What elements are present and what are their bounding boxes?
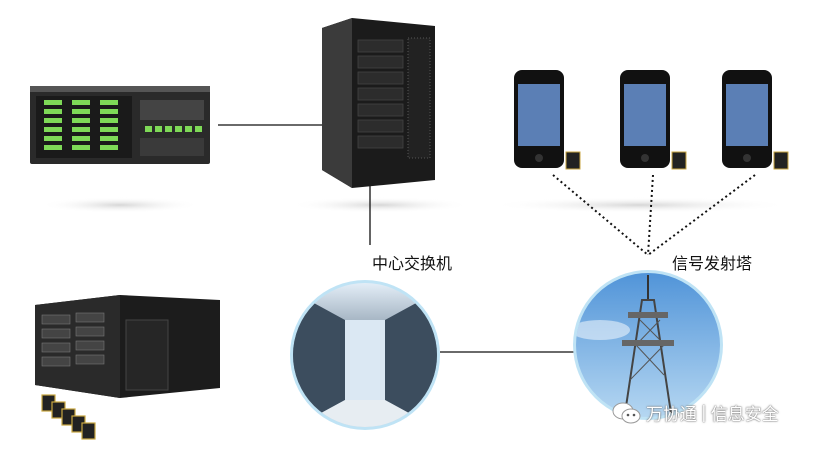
phone-2 xyxy=(620,70,687,170)
watermark-brand: 万协通 xyxy=(646,405,697,425)
phone-1 xyxy=(514,70,581,170)
phone-3 xyxy=(722,70,789,170)
rack-server xyxy=(30,86,210,164)
mobile-phones xyxy=(514,70,789,170)
shadow xyxy=(490,197,790,213)
wechat-icon xyxy=(612,401,642,425)
wireless-links xyxy=(552,174,756,256)
label-central-switch: 中心交换机 xyxy=(372,254,453,273)
watermark-tagline: 信息安全 xyxy=(710,405,779,425)
signal-tower-image xyxy=(573,270,723,420)
sd-cards xyxy=(41,394,96,440)
storage-server xyxy=(35,295,220,440)
label-signal-tower: 信号发射塔 xyxy=(672,254,753,273)
watermark-separator: | xyxy=(701,402,707,423)
shadow xyxy=(40,197,200,213)
watermark: 万协通|信息安全 xyxy=(612,400,779,425)
shadow xyxy=(290,197,470,213)
tower-server xyxy=(322,18,435,188)
data-center-image xyxy=(290,280,440,430)
